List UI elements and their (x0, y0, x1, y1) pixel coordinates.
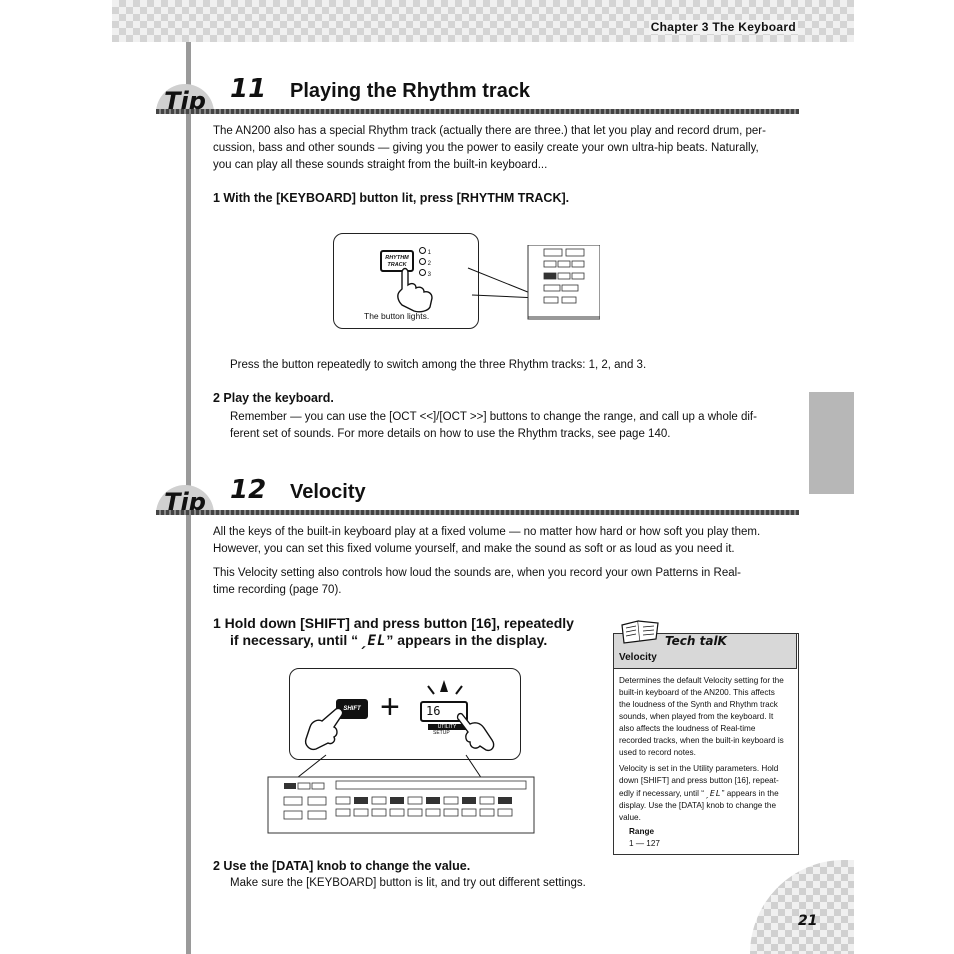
chapter-header: Chapter 3 The Keyboard (648, 20, 798, 34)
step-text: Remember — you can use the [OCT <<]/[OCT… (230, 411, 757, 440)
plus-sign: + (380, 688, 400, 726)
pressing-hand-icon (397, 267, 433, 313)
tech-talk-paragraph: Determines the default Velocity setting … (619, 676, 784, 757)
tech-talk-paragraph: Velocity is set in the Utility parameter… (619, 764, 779, 822)
rhythm-track-button[interactable]: RHYTHM TRACK (380, 250, 414, 272)
button-16[interactable]: 16 (420, 701, 468, 722)
tip-number: 12 (230, 475, 267, 505)
section-rule (156, 510, 799, 515)
section-title: Playing the Rhythm track (290, 80, 531, 102)
open-book-icon (621, 620, 659, 644)
step-note: Press the button repeatedly to switch am… (230, 359, 647, 371)
blinking-indicator-icon (427, 680, 463, 695)
range-label: Range (629, 827, 655, 836)
intro-paragraph: This Velocity setting also controls how … (213, 567, 742, 596)
pressing-hand-icon (456, 712, 495, 752)
step-heading: 2 Use the [DATA] knob to change the valu… (213, 859, 471, 873)
range-value: 1 — 127 (629, 839, 660, 848)
step-text: Make sure the [KEYBOARD] button is lit, … (230, 877, 586, 889)
step-heading: 2 Play the keyboard. (213, 391, 334, 405)
pressing-hand-icon (304, 707, 344, 751)
button-callout (289, 668, 521, 760)
utility-label: UTILITY (428, 724, 466, 730)
chapter-side-tab (809, 392, 854, 494)
tip-number: 11 (230, 74, 267, 104)
footer-pattern (750, 860, 854, 954)
section-title: Velocity (290, 481, 366, 503)
section-rule (156, 109, 799, 114)
tech-talk-label: Tech talK (665, 634, 727, 648)
track-leds: 1 2 3 (419, 247, 431, 280)
intro-paragraph: All the keys of the built-in keyboard pl… (213, 526, 761, 555)
tech-talk-subject: Velocity (619, 652, 657, 663)
panel-illustration (467, 245, 600, 320)
panel-illustration (267, 754, 535, 834)
page-number: 21 (798, 913, 818, 929)
intro-paragraph: The AN200 also has a special Rhythm trac… (213, 125, 766, 171)
button-callout (333, 233, 479, 329)
step-heading: 1 With the [KEYBOARD] button lit, press … (213, 191, 570, 205)
figure-caption: The button lights. (364, 311, 430, 321)
step-heading: 1 Hold down [SHIFT] and press button [16… (213, 615, 574, 649)
setup-label: SETUP (433, 730, 450, 736)
